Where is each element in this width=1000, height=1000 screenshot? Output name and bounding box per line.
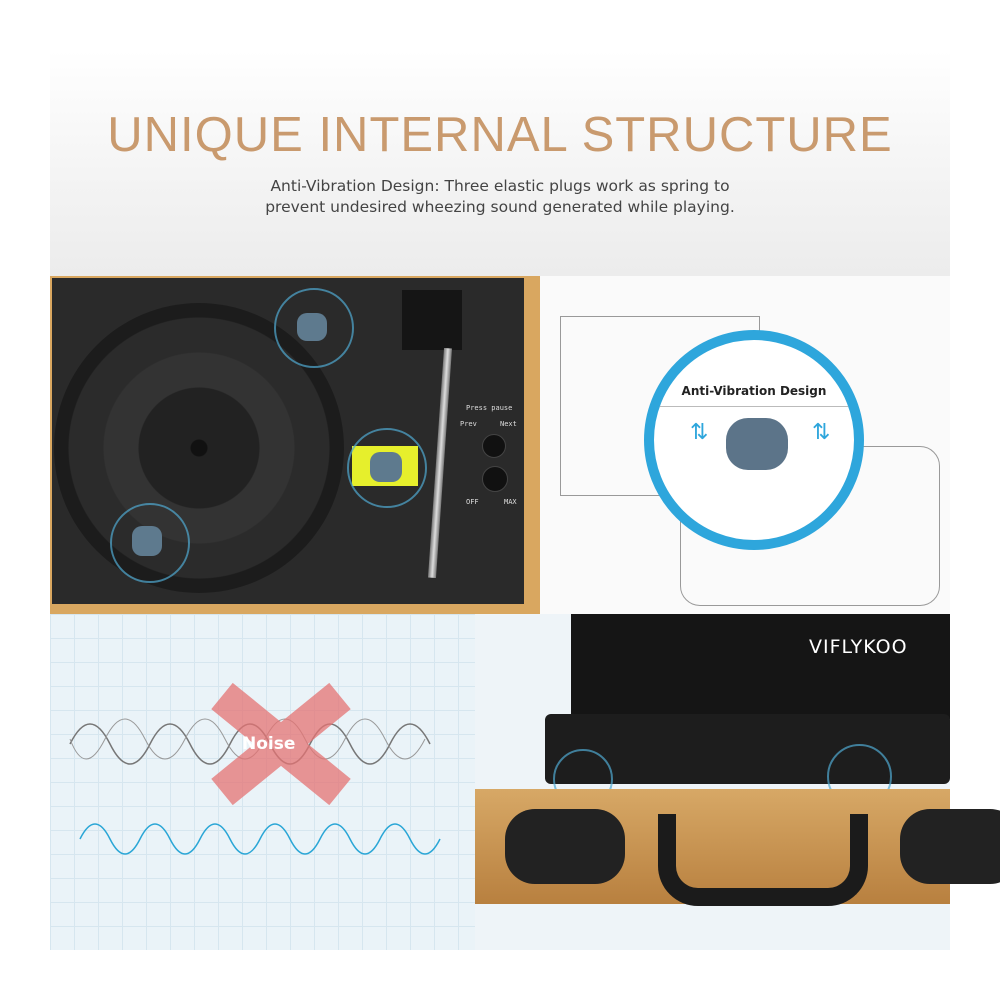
next-label: Next: [500, 420, 517, 428]
speaker: [505, 809, 625, 884]
pause-knob[interactable]: [482, 434, 506, 458]
elastic-plug: [297, 313, 327, 341]
noise-label: Noise: [242, 734, 296, 754]
off-label: OFF: [466, 498, 479, 506]
prev-label: Prev: [460, 420, 477, 428]
page-title: UNIQUE INTERNAL STRUCTURE: [107, 108, 893, 162]
elastic-plug: [132, 526, 162, 556]
noise-illustration: Noise: [50, 614, 475, 950]
subtitle: Anti-Vibration Design: Three elastic plu…: [50, 176, 950, 218]
max-label: MAX: [504, 498, 517, 506]
header: UNIQUE INTERNAL STRUCTURE Anti-Vibration…: [50, 50, 950, 276]
handle[interactable]: [658, 814, 868, 906]
anti-vibration-callout: Anti-Vibration Design ⇅ ⇅: [644, 330, 864, 550]
subtitle-line-2: prevent undesired wheezing sound generat…: [265, 198, 735, 216]
brand-logo: VIFLYKOO: [809, 636, 908, 658]
speaker: [900, 809, 1000, 884]
turntable-top-view: Press pause Prev Next OFF MAX: [50, 276, 540, 614]
volume-knob[interactable]: [482, 466, 508, 492]
plug-highlight: [110, 503, 190, 583]
callout-label: Anti-Vibration Design: [681, 384, 827, 398]
turntable-board: Press pause Prev Next OFF MAX: [52, 278, 524, 604]
product-photo: VIFLYKOO: [475, 614, 1000, 950]
plug-highlight: [274, 288, 354, 368]
sketch-panel: Anti-Vibration Design ⇅ ⇅: [540, 276, 950, 614]
lid: VIFLYKOO: [571, 614, 950, 719]
tonearm-base: [402, 290, 462, 350]
up-down-arrow-icon: ⇅: [812, 420, 831, 445]
press-pause-label: Press pause: [466, 404, 513, 412]
subtitle-line-1: Anti-Vibration Design: Three elastic plu…: [270, 177, 730, 195]
tonearm: [427, 348, 453, 578]
elastic-plug: [370, 452, 402, 482]
sound-waves: [69, 682, 441, 855]
elastic-plug: [726, 418, 788, 470]
up-down-arrow-icon: ⇅: [690, 420, 709, 445]
plug-highlight: [347, 428, 427, 508]
